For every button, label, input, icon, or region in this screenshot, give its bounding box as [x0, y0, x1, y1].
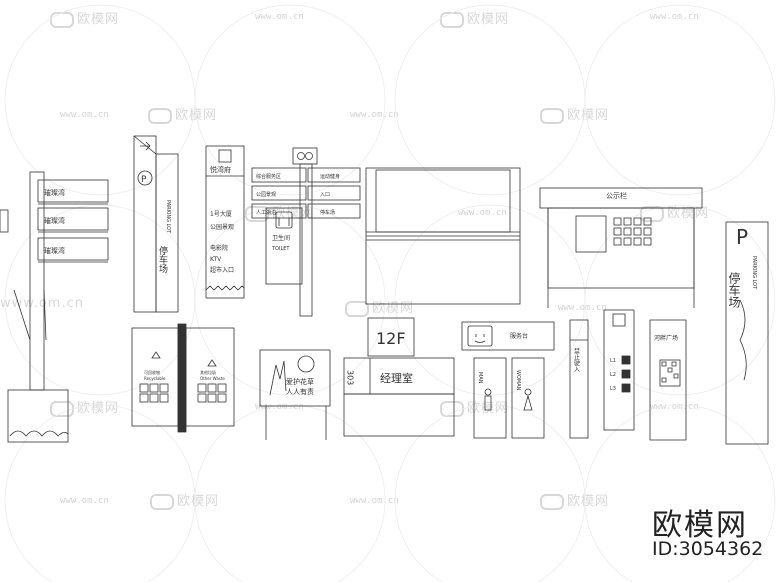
watermark-logo-icon — [50, 400, 74, 417]
sign-directional — [251, 147, 361, 317]
watermark: 欧模网 — [245, 202, 314, 222]
floor-l2: L2 — [610, 372, 616, 378]
banner-l5: 超市入口 — [210, 266, 234, 274]
label-pole-c: 璀璨湾 — [44, 246, 65, 255]
watermark-url: www.om.cn — [558, 303, 607, 313]
watermark: 欧模网 — [540, 490, 609, 510]
notice-title: 公示栏 — [606, 191, 627, 200]
watermark: www.om.cn — [0, 296, 84, 311]
sign-service — [461, 321, 555, 351]
plaza-text: 河畔广场 — [654, 334, 678, 342]
lawn-line2: 人人有责 — [286, 387, 314, 396]
sign-pole-left — [7, 171, 109, 443]
watermark-logo-icon — [540, 493, 564, 510]
watermark-url: www.om.cn — [650, 402, 699, 412]
label-pole-a: 璀璨湾 — [44, 188, 65, 197]
floor-l1: L1 — [610, 358, 616, 364]
office-room-no: 303 — [346, 370, 355, 385]
sign-office — [343, 317, 455, 437]
dir-b4: 人工湖泊 — [256, 209, 276, 216]
office-room: 经理室 — [380, 371, 413, 385]
recycle-a-label: 可回收物 — [144, 369, 160, 375]
watermark-logo-icon — [245, 205, 269, 222]
watermark-logo-icon — [345, 300, 369, 317]
dir-b3: 公园景观 — [256, 191, 276, 198]
banner-l2: 公园景观 — [210, 224, 234, 231]
recycle-b-en: Other Waste — [200, 376, 225, 381]
service-label: 服务台 — [510, 332, 528, 340]
banner-l3: 电影院 — [210, 244, 228, 252]
floor-l3: L3 — [610, 386, 616, 392]
watermark-url: www.om.cn — [350, 110, 399, 120]
brand-id: ID:3054362 — [652, 538, 764, 560]
watermark-url: www.om.cn — [458, 208, 507, 218]
sign-plaza — [649, 319, 687, 441]
watermark: 欧模网 — [440, 397, 509, 417]
parking-right-icon: P — [736, 225, 748, 249]
banner-title: 悦湾府 — [210, 165, 231, 174]
sign-notice-board — [539, 187, 703, 308]
watermark-url: www.om.cn — [650, 12, 699, 22]
dir-toilet: 卫生间 — [272, 234, 290, 242]
watermark: 欧模网 — [345, 297, 414, 317]
watermark: 欧模网 — [50, 397, 119, 417]
sign-parking-column — [133, 135, 179, 313]
dir-b1: 综合服务区 — [256, 173, 281, 180]
brand-name: 欧模网 — [652, 508, 748, 543]
sign-recycle-bins — [131, 323, 235, 433]
watermark: 欧模网 — [540, 104, 609, 124]
sign-screen-board — [365, 167, 521, 305]
watermark-logo-icon — [540, 107, 564, 124]
dir-b6: 停车场 — [320, 209, 335, 216]
dir-b2: 运动健身 — [320, 173, 340, 180]
watermark-logo-icon — [150, 493, 174, 510]
watermark-url: www.om.cn — [255, 12, 304, 22]
recycle-b-label: 其他垃圾 — [200, 369, 216, 375]
sign-toilet-doors — [473, 357, 545, 439]
toilet-woman: WOMAN — [515, 370, 521, 391]
sign-no-entry — [569, 319, 589, 439]
watermark-url: www.om.cn — [255, 402, 304, 412]
sign-floor-guide — [603, 309, 635, 431]
parking-column-text: 停车场 — [157, 245, 168, 274]
dir-b5: 入口 — [320, 192, 330, 198]
parking-column-en: PARKING LOT — [165, 200, 171, 234]
parking-column-icon: P — [141, 175, 147, 185]
lawn-line1: 爱护花草 — [286, 377, 314, 386]
sign-lawn — [259, 349, 331, 440]
watermark-logo-icon — [440, 400, 464, 417]
parking-right-text: 停车场 — [727, 271, 741, 308]
office-floor: 12F — [376, 329, 406, 348]
watermark-url: www.om.cn — [60, 110, 109, 120]
parking-right-en: PARKING LOT — [751, 256, 757, 290]
watermark-url: www.om.cn — [60, 496, 109, 506]
banner-l1: 1号大厦 — [210, 210, 232, 218]
no-entry-text: 禁止驶入 — [573, 348, 580, 372]
sign-tall-banner — [205, 145, 245, 299]
edge-fragment — [0, 209, 9, 233]
watermark-logo-icon — [148, 107, 172, 124]
label-pole-b: 璀璨湾 — [44, 216, 65, 225]
recycle-a-en: Recyclable — [144, 376, 166, 381]
watermark: 欧模网 — [148, 104, 217, 124]
watermark: 欧模网 — [150, 490, 219, 510]
watermark-url: www.om.cn — [350, 496, 399, 506]
sign-parking-right — [725, 221, 769, 445]
toilet-man: MAN — [477, 372, 483, 384]
banner-l4: KTV — [210, 256, 222, 263]
dir-toilet-en: TOILET — [271, 246, 290, 252]
